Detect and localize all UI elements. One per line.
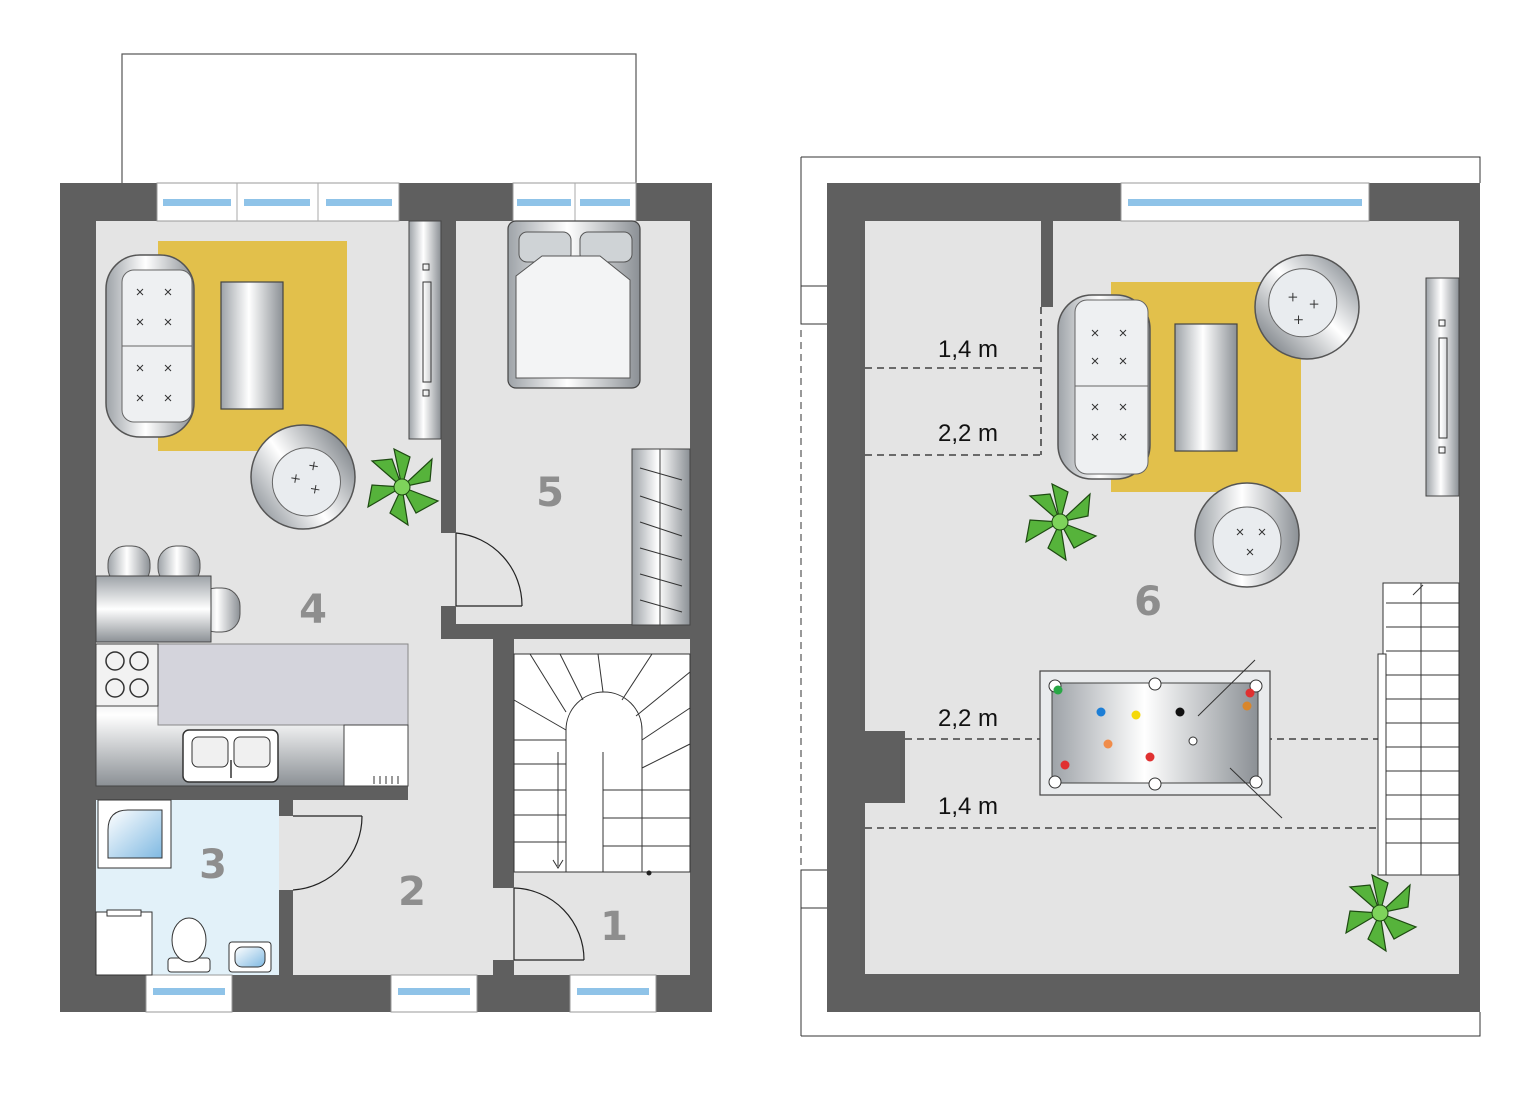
coffee-table (1174, 323, 1238, 452)
room-number-1: 1 (600, 904, 628, 950)
attic-floor-plan: 1,4 m 2,2 m 2,2 m 1,4 m (800, 156, 1481, 1037)
door (455, 532, 523, 607)
height-label: 2,2 m (938, 420, 998, 447)
window (390, 974, 478, 1013)
sofa (105, 254, 195, 438)
bathroom-fixtures (95, 799, 272, 976)
tv-cabinet (408, 220, 442, 440)
height-label: 1,4 m (938, 336, 998, 363)
height-label: 1,4 m (938, 793, 998, 820)
tv-cabinet (1425, 277, 1460, 497)
room-number-5: 5 (536, 470, 564, 516)
window (569, 974, 657, 1013)
sofa (1057, 294, 1151, 480)
window (156, 182, 400, 222)
window (145, 974, 233, 1013)
room-number-4: 4 (299, 587, 327, 633)
interior-wall (441, 221, 456, 533)
window (512, 182, 637, 222)
coffee-table (220, 281, 284, 410)
terrace (121, 53, 637, 185)
dining-set (95, 545, 241, 643)
door (292, 815, 363, 891)
staircase (1377, 582, 1460, 876)
kitchen (95, 643, 409, 787)
room-number-2: 2 (398, 869, 426, 915)
pool-table (1039, 659, 1283, 819)
room-number-6: 6 (1134, 579, 1162, 625)
staircase (513, 653, 691, 876)
window (1120, 182, 1370, 222)
wardrobe (631, 448, 691, 626)
door (513, 887, 585, 961)
ground-floor-plan: 1 2 3 4 5 (60, 53, 712, 1013)
armchair (1194, 482, 1300, 588)
room-number-3: 3 (199, 842, 227, 888)
bed (507, 220, 641, 389)
height-label: 2,2 m (938, 705, 998, 732)
